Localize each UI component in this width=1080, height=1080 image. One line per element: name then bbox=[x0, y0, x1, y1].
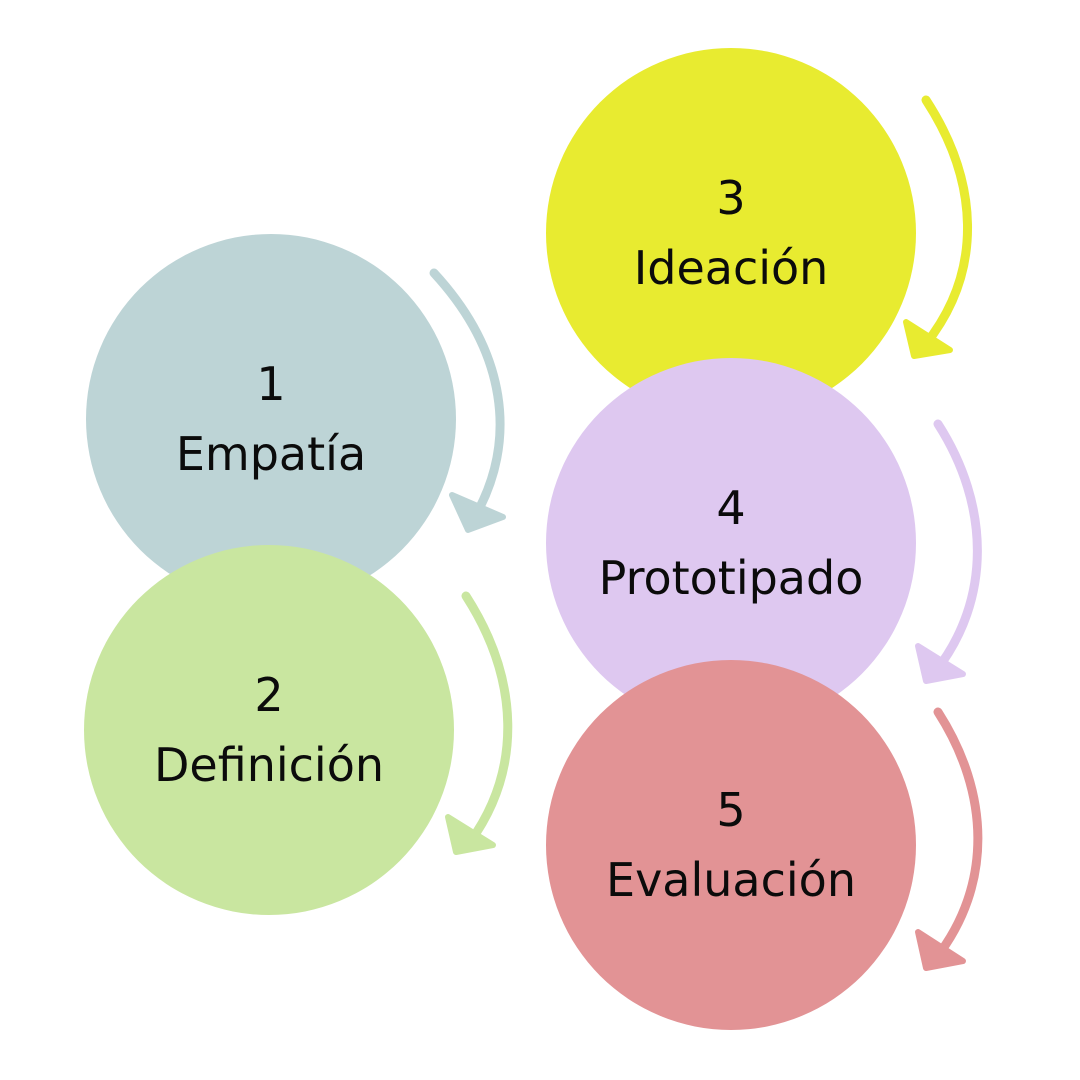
step-3-number: 3 bbox=[716, 171, 746, 225]
step-2-number: 2 bbox=[254, 668, 284, 722]
step-4-number: 4 bbox=[716, 481, 746, 535]
step-1-label: Empatía bbox=[175, 427, 367, 481]
step-5-arrow bbox=[915, 707, 983, 971]
step-4-arrow bbox=[915, 419, 982, 684]
step-5-number: 5 bbox=[716, 783, 746, 837]
step-2-arrow bbox=[445, 591, 513, 855]
step-2-circle: 2 Definición bbox=[84, 545, 454, 915]
step-4-label: Prototipado bbox=[598, 551, 864, 605]
step-3-label: Ideación bbox=[633, 241, 829, 295]
step-3-circle: 3 Ideación bbox=[546, 48, 916, 418]
step-5-circle: 5 Evaluación bbox=[546, 660, 916, 1030]
step-1-circle: 1 Empatía bbox=[86, 234, 456, 604]
step-5-label: Evaluación bbox=[606, 853, 856, 907]
step-2-label: Definición bbox=[154, 738, 384, 792]
step-1-number: 1 bbox=[256, 357, 286, 411]
